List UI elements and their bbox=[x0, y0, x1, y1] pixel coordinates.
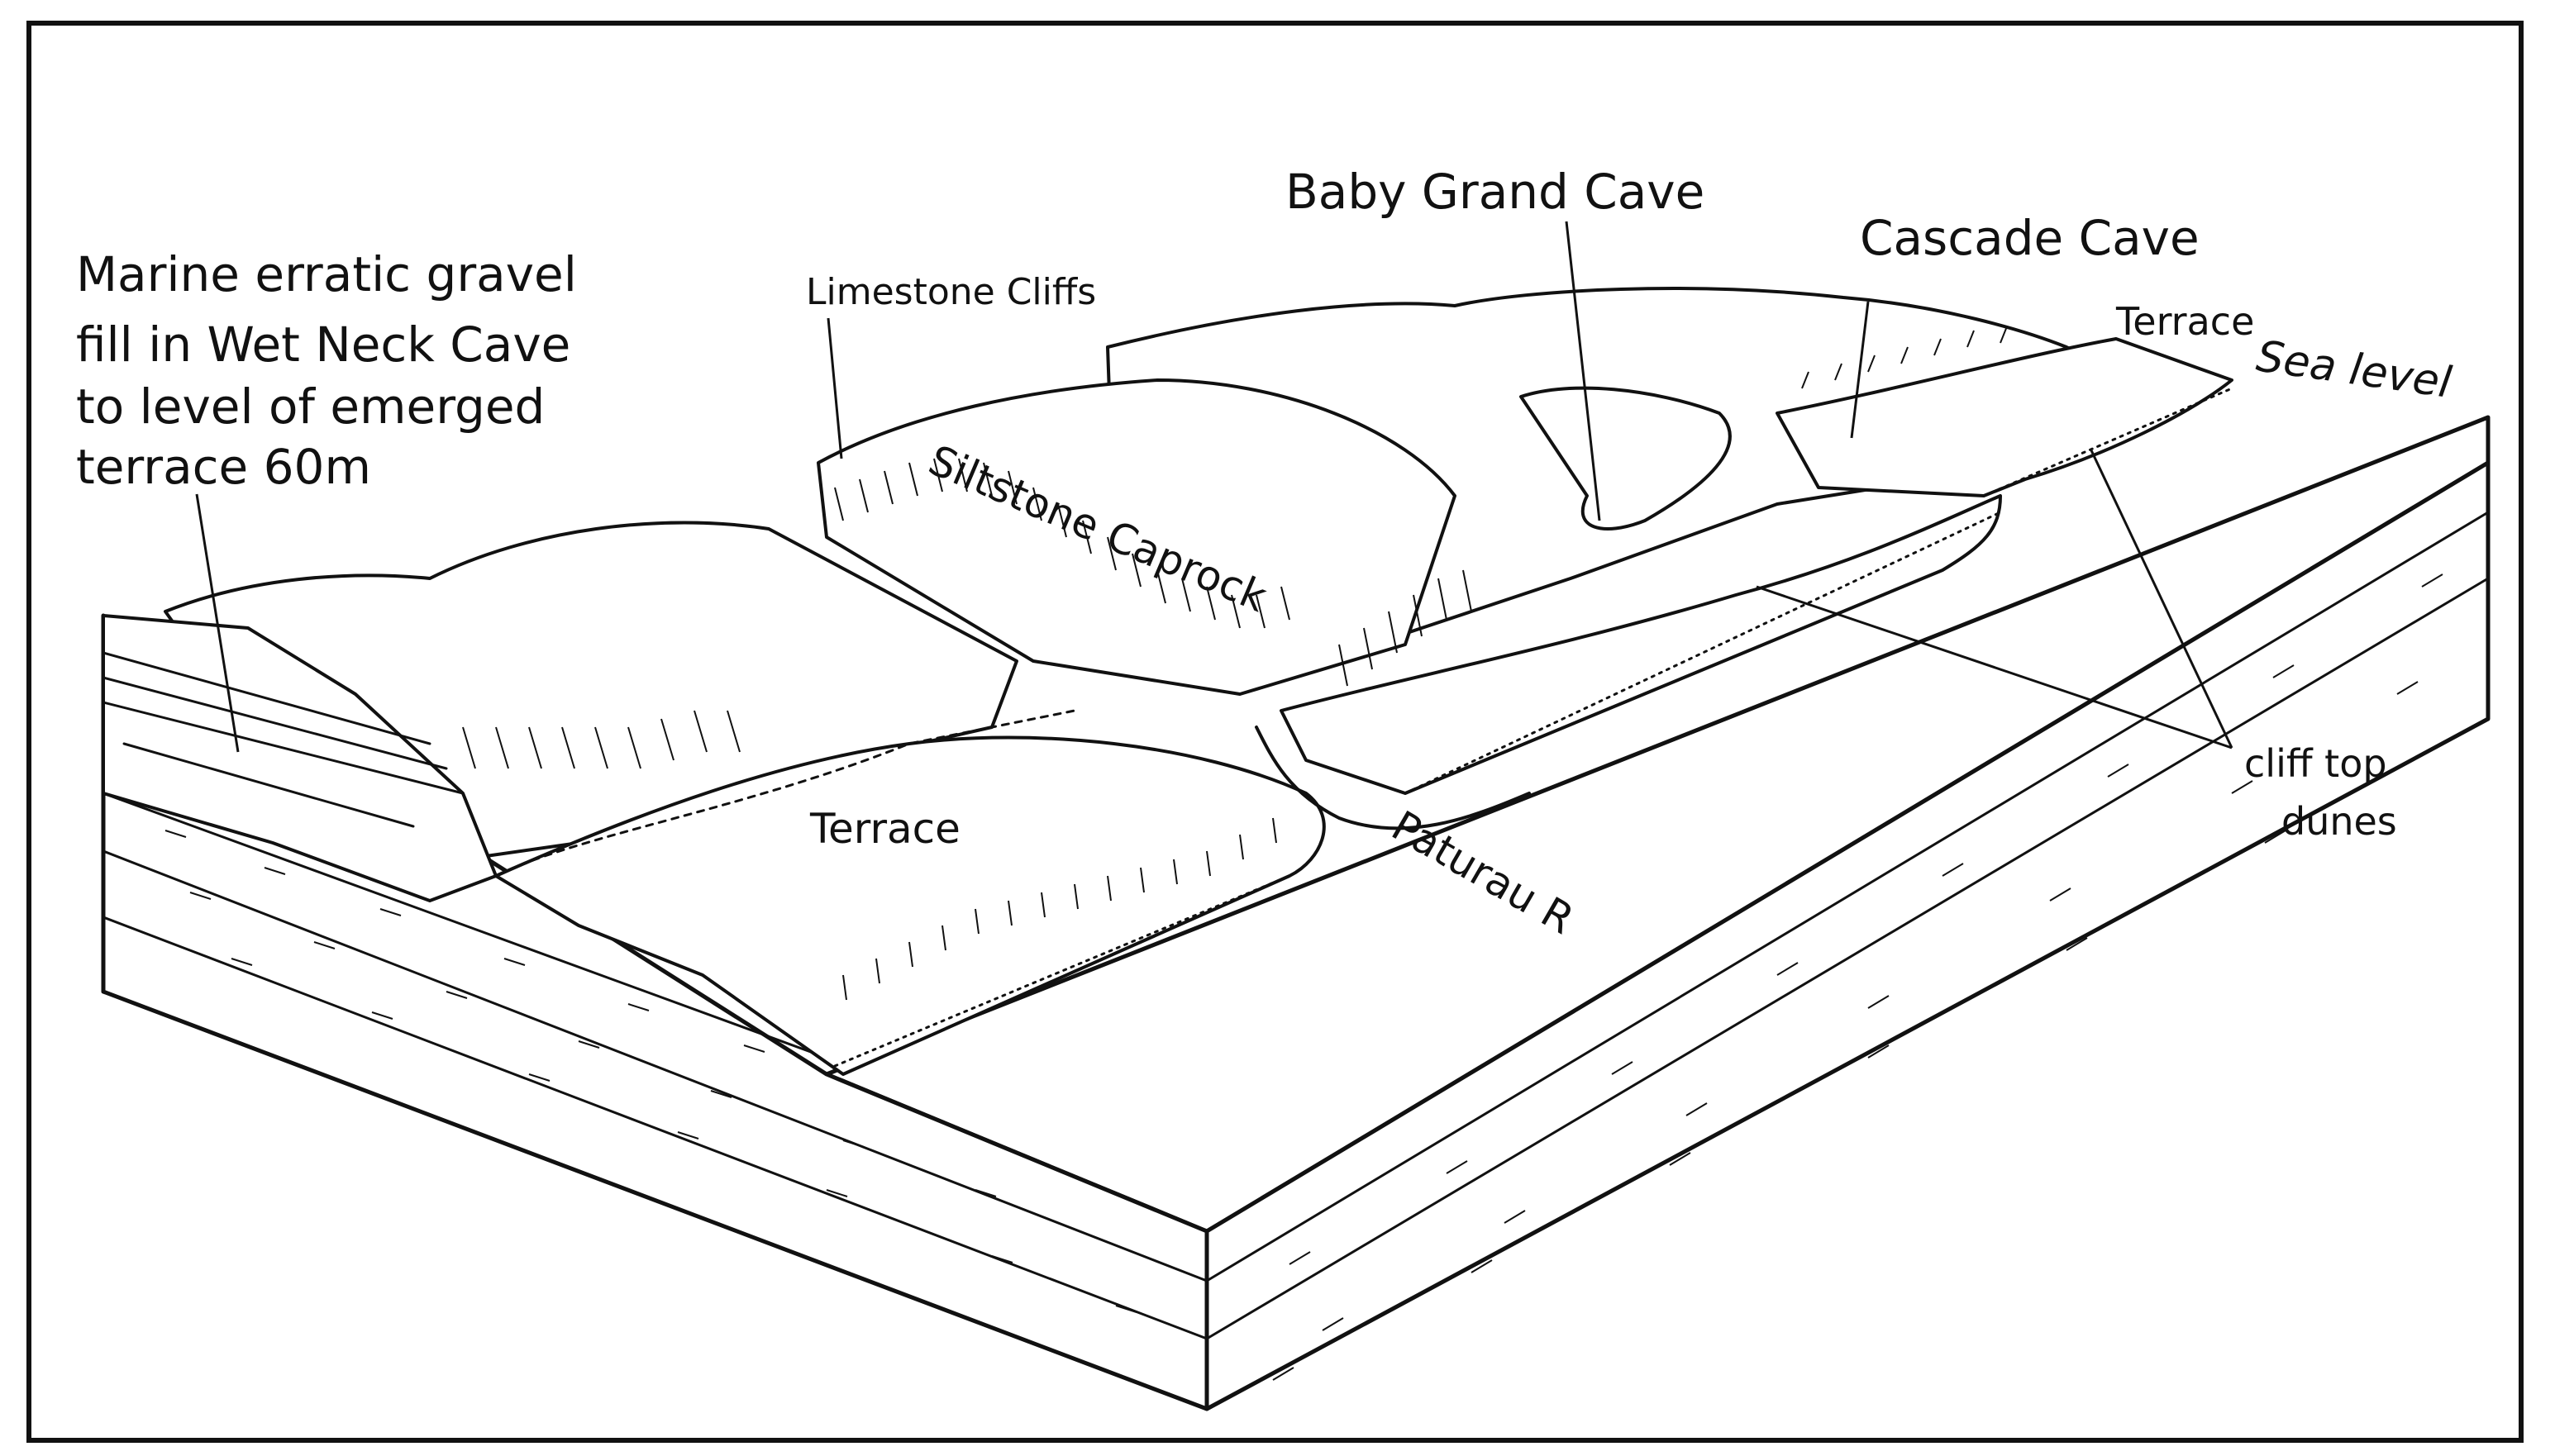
marine-note-line-3: to level of emerged bbox=[76, 378, 545, 435]
marine-note-line-2: fill in Wet Neck Cave bbox=[76, 316, 570, 373]
leader-marine-note bbox=[195, 493, 240, 753]
leader-cliff-top-dunes-2 bbox=[2090, 450, 2233, 749]
hill-hatching bbox=[462, 326, 2008, 1001]
sea-level-label: Sea level bbox=[2253, 331, 2455, 407]
marine-note-line-1: Marine erratic gravel bbox=[76, 246, 577, 302]
marine-note-label: Marine erratic gravel fill in Wet Neck C… bbox=[76, 246, 577, 495]
leader-lines bbox=[195, 221, 2233, 753]
limestone-cliffs-label: Limestone Cliffs bbox=[806, 271, 1096, 313]
marine-note-line-4: terrace 60m bbox=[76, 439, 371, 495]
landforms bbox=[102, 287, 2233, 1076]
leader-limestone-cliffs bbox=[827, 317, 843, 459]
cliff-top-dunes-line-2: dunes bbox=[2281, 799, 2397, 844]
strata-texture bbox=[164, 573, 2443, 1381]
terrace-right-label: Terrace bbox=[2115, 299, 2254, 344]
baby-grand-cave-label: Baby Grand Cave bbox=[1285, 164, 1704, 220]
leader-cascade-cave bbox=[1850, 301, 1870, 439]
leader-baby-grand-cave bbox=[1565, 221, 1601, 521]
cliff-top-dunes-line-1: cliff top bbox=[2244, 741, 2387, 786]
figure-frame bbox=[26, 21, 2524, 1443]
leader-cliff-top-dunes-1 bbox=[1756, 585, 2233, 749]
cascade-cave-label: Cascade Cave bbox=[1860, 210, 2200, 266]
terrace-left-label: Terrace bbox=[809, 805, 961, 853]
